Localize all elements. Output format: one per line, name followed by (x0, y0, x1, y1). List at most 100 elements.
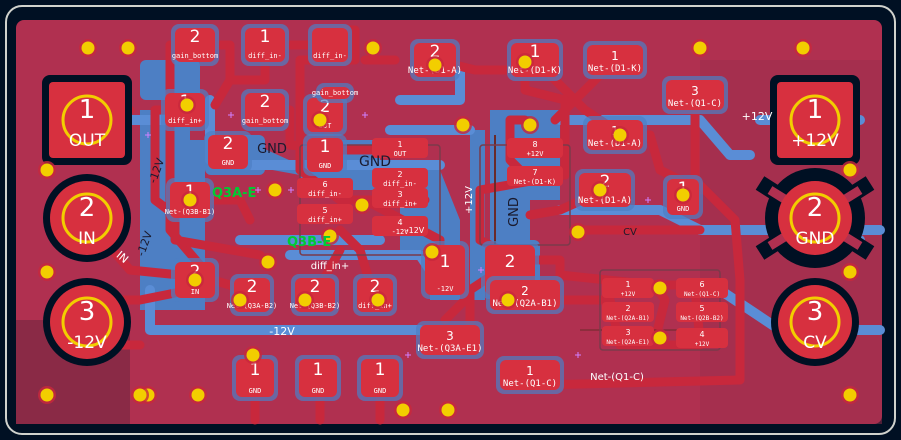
net-label: GND (507, 197, 522, 227)
ic-pin-number: 5 (322, 206, 327, 215)
connector-6[interactable]: 3CV (771, 278, 859, 366)
ic-pin-net: +12V (695, 341, 710, 348)
ic-u1-pin[interactable]: 4-12V (372, 216, 428, 236)
via (259, 253, 277, 271)
connector-4[interactable]: 1 +12V (770, 75, 860, 165)
via (119, 39, 137, 57)
ic-pin-number: 1 (397, 140, 402, 149)
pad-net: Net-(Q3A-B2) (227, 302, 278, 310)
pad-number: 2 (260, 92, 271, 112)
pad-net: -12V (437, 285, 455, 293)
ic-u2-pin[interactable]: 4+12V (676, 328, 728, 348)
pad-number: 2 (247, 277, 258, 297)
pad-net: Net-(D1-K) (588, 64, 642, 74)
connector-label: GND (796, 229, 835, 249)
via (439, 401, 457, 419)
ic-pin-number: 1 (625, 280, 630, 289)
pad-net: GND (319, 162, 332, 170)
ic-pin-number: 3 (397, 190, 402, 199)
pad-number: 2 (600, 172, 611, 192)
ic-pin-net: Net-(Q2A-E1) (606, 339, 649, 346)
board-outline (5, 5, 896, 435)
pad-number: 2 (370, 277, 381, 297)
via (266, 181, 284, 199)
pad-net: Net-(D1-A) (588, 139, 642, 149)
connector-label: CV (803, 333, 827, 353)
via (38, 386, 56, 404)
via (244, 346, 262, 364)
ic-pin-net: diff_in+ (308, 216, 342, 224)
pad-number: 1 (530, 42, 541, 62)
pad[interactable]: gain_bottom (312, 83, 358, 103)
connector-label: +12V (791, 131, 839, 151)
pad-net: gain_bottom (242, 117, 288, 125)
pad-net: diff_in- (313, 52, 347, 60)
pad-net: Net-(Q3B-B2) (290, 302, 341, 310)
pad[interactable]: 2 gain_bottom (241, 89, 289, 131)
pad-net: GND (249, 387, 262, 395)
pad[interactable]: diff_in- (308, 24, 352, 66)
via (178, 96, 196, 114)
silk-q3b-label: Q3B-E (287, 235, 331, 250)
via (38, 161, 56, 179)
pad-number: 1 (313, 360, 324, 380)
via (516, 53, 534, 71)
pad-net: GND (677, 205, 690, 213)
ic-pin-number: 2 (397, 170, 402, 179)
net-label: GND (257, 142, 287, 157)
connector-number: 2 (79, 193, 96, 223)
silk-q3a-label: Q3A-E (212, 186, 256, 201)
pad-number: 2 (505, 252, 516, 272)
via (611, 126, 629, 144)
ic-u2-pin[interactable]: 1+12V (602, 278, 654, 298)
vias (38, 39, 859, 419)
net-label: -12V (269, 325, 295, 338)
pad-net: Net-(Q2A-B1) (492, 299, 557, 309)
via (353, 196, 371, 214)
connector-2[interactable]: 2IN (43, 174, 131, 262)
ic-u1-pin[interactable]: 8+12V (507, 138, 563, 158)
ic-pin-net: Net-(Q2B-B2) (680, 315, 723, 322)
connector-3[interactable]: 3-12V (43, 278, 131, 366)
pad-net: diff_in+ (168, 117, 202, 125)
pad-net: Net-(Q3A-E1) (417, 344, 482, 354)
ic-pin-net: Net-(Q2A-B1) (606, 315, 649, 322)
net-label: +12V (464, 186, 475, 214)
via (521, 116, 539, 134)
via (499, 291, 517, 309)
pad-net: diff_in- (248, 52, 282, 60)
ic-pin-net: +12V (527, 150, 545, 158)
connector-number: 1 (807, 95, 824, 125)
ic-u1: 1OUT2diff_in-3diff_in+4-12V5diff_in+6dif… (297, 138, 563, 236)
via (79, 39, 97, 57)
ic-pin-number: 4 (397, 218, 402, 227)
